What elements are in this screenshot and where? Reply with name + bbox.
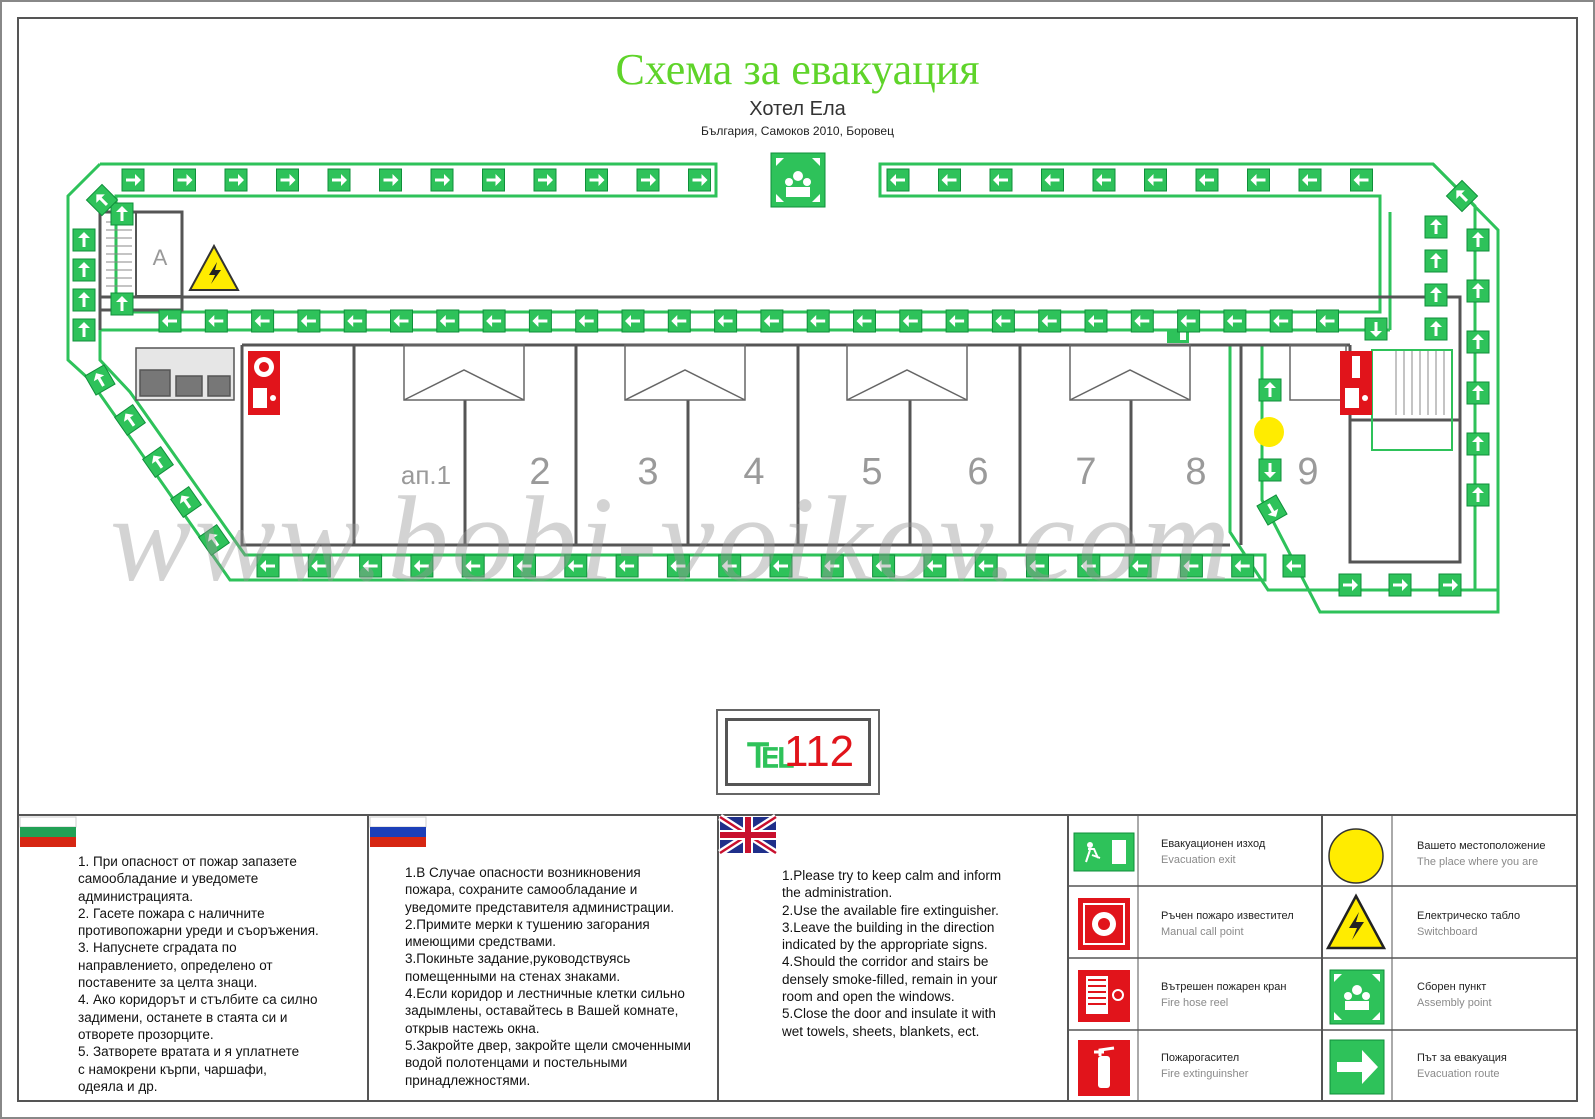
legend-evacuation-route: Път за евакуация Evacuation route [1417, 1052, 1507, 1080]
legend-title: Вътрешен пожарен кран [1161, 981, 1287, 993]
room-number-label: ап.1 [401, 460, 451, 490]
kitchen-block [135, 347, 235, 401]
floor-plan: A [66, 152, 1500, 614]
room-number-label: 7 [1075, 451, 1096, 493]
bathroom-blocks [403, 344, 1347, 401]
assembly-point-icon [1329, 969, 1385, 1025]
evacuation-route-icon [1329, 1039, 1385, 1095]
legend-subtitle: Switchboard [1417, 926, 1478, 938]
phone-icon: ℡ [748, 728, 796, 777]
evacuation-exit-icon [1167, 329, 1189, 343]
evacuation-exit-icon [1073, 832, 1135, 872]
legend-you-are-here: Вашето местоположение The place where yo… [1417, 840, 1546, 868]
room-labels: ап.1 2 3 4 5 6 7 8 9 [401, 451, 1319, 493]
emergency-phone-number: 112 [784, 727, 855, 776]
legend-title: Евакуационен изход [1161, 838, 1266, 850]
fire-hose-reel-icon [248, 383, 280, 415]
hotel-address: България, Самоков 2010, Боровец [701, 124, 894, 138]
legend-subtitle: Fire extinguinsher [1161, 1068, 1249, 1080]
legend-title: Път за евакуация [1417, 1052, 1507, 1064]
room-number-label: 2 [529, 451, 550, 493]
you-are-here-icon [1254, 417, 1284, 447]
legend-subtitle: Assembly point [1417, 997, 1492, 1009]
instructions-russian: 1.В Случае опасности возникновения пожар… [405, 865, 691, 1088]
fire-extinguisher-icon [1078, 1040, 1130, 1096]
legend-subtitle: Fire hose reel [1161, 997, 1229, 1009]
manual-call-point-icon [1078, 898, 1130, 950]
legend-subtitle: Manual call point [1161, 926, 1244, 938]
fire-hose-reel-icon [1078, 970, 1130, 1022]
legend-title: Вашето местоположение [1417, 840, 1546, 852]
page-title: Схема за евакуация [615, 45, 980, 94]
room-number-label: 8 [1185, 451, 1206, 493]
emergency-phone-box: ℡ 112 [716, 709, 880, 795]
bulgarian-flag-icon [19, 816, 77, 847]
legend-assembly-point: Сборен пункт Assembly point [1417, 981, 1492, 1009]
fire-hose-reel-icon [1340, 383, 1372, 415]
legend-title: Сборен пункт [1417, 981, 1487, 993]
assembly-point-icon [770, 152, 826, 208]
legend-switchboard: Електрическо табло Switchboard [1417, 910, 1520, 938]
room-number-label: 3 [637, 451, 658, 493]
switchboard-icon [1325, 893, 1387, 950]
russian-flag-icon [369, 816, 427, 847]
instructions-bulgarian: 1. При опасност от пожар запазете самооб… [78, 854, 319, 1094]
switchboard-icon [188, 243, 240, 291]
legend-subtitle: Evacuation route [1417, 1068, 1500, 1080]
manual-call-point-icon [248, 351, 280, 383]
manual-call-point-icon [1340, 351, 1372, 383]
you-are-here-icon [1328, 828, 1384, 884]
room-number-label: 4 [743, 451, 764, 493]
stair-label-a: A [153, 245, 168, 270]
room-number-label: 6 [967, 451, 988, 493]
legend-title: Електрическо табло [1417, 910, 1521, 922]
legend-title: Ръчен пожаро известител [1161, 910, 1294, 922]
hotel-name: Хотел Ела [749, 98, 846, 120]
legend-fire-extinguisher: Пожарогасител Fire extinguinsher [1161, 1052, 1248, 1080]
legend-subtitle: The place where you are [1417, 856, 1539, 868]
legend-evacuation-exit: Евакуационен изход Evacuation exit [1161, 838, 1265, 866]
legend-title: Пожарогасител [1161, 1052, 1240, 1064]
legend-manual-call-point: Ръчен пожаро известител Manual call poin… [1161, 910, 1294, 938]
building-walls [98, 210, 1462, 564]
uk-flag-icon [718, 814, 778, 856]
legend-fire-hose-reel: Вътрешен пожарен кран Fire hose reel [1161, 981, 1286, 1009]
watermark: www.bobi-voikov.com [110, 472, 1234, 607]
instructions-english: 1.Please try to keep calm and inform the… [782, 868, 1002, 1039]
room-number-label: 9 [1297, 451, 1318, 493]
legend-subtitle: Evacuation exit [1161, 854, 1236, 866]
room-number-label: 5 [861, 451, 882, 493]
